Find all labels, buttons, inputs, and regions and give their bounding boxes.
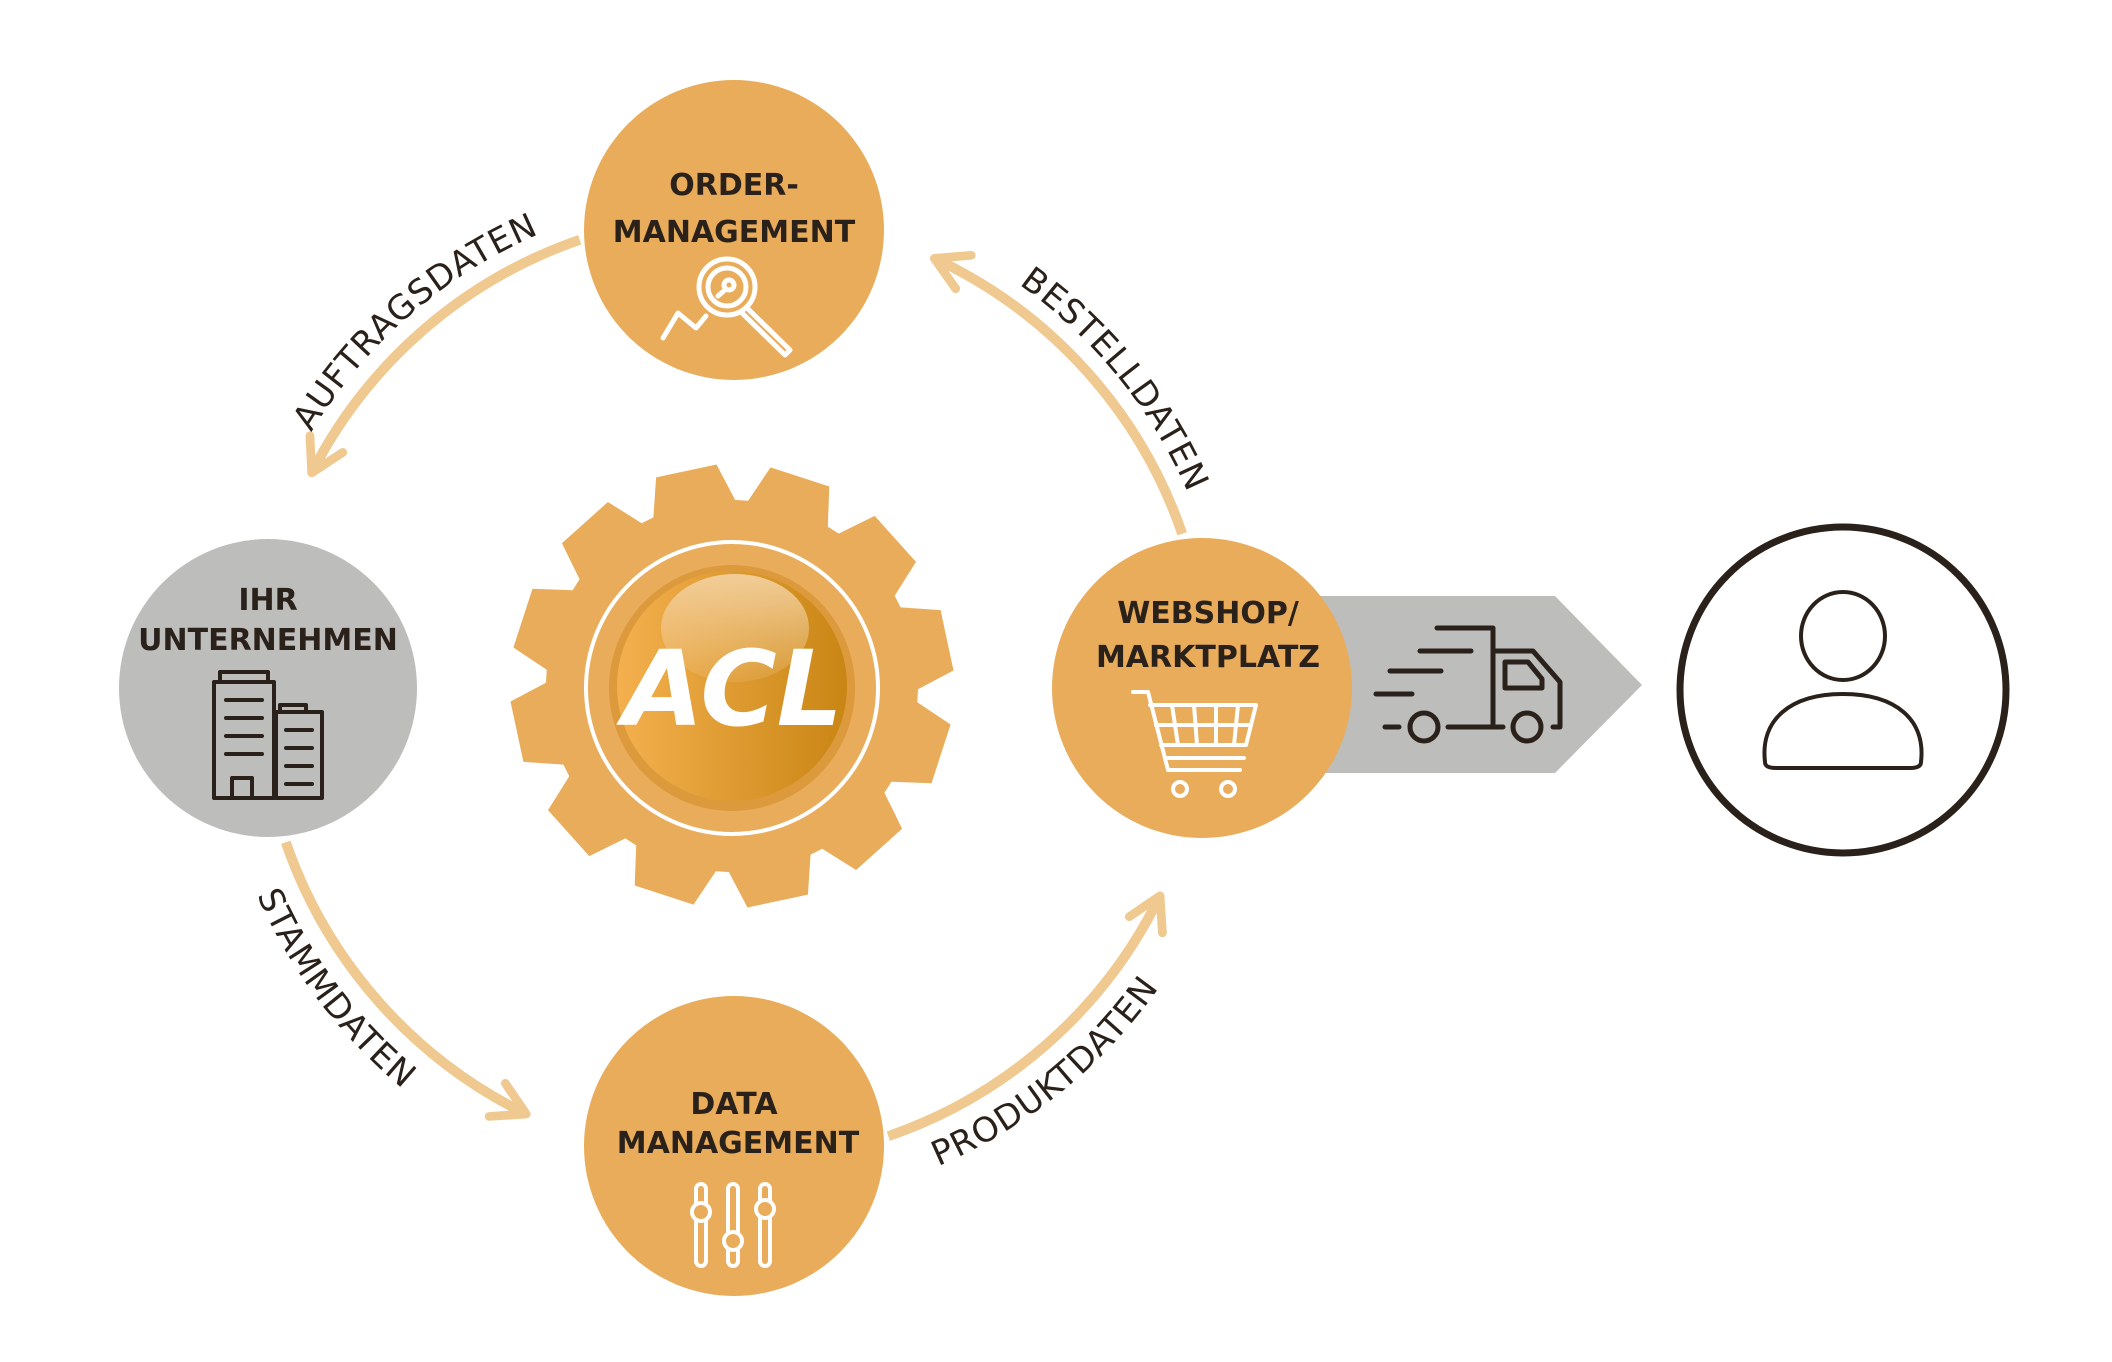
node-data-management: DATA MANAGEMENT [584, 996, 884, 1296]
delivery-truck-icon [1373, 625, 1563, 744]
flow-arrow-stammdaten [281, 840, 531, 1121]
flow-label-auftragsdaten: AUFTRAGSDATEN [285, 205, 544, 437]
node-ihr-unternehmen: IHR UNTERNEHMEN [119, 539, 417, 837]
user-icon [1762, 590, 1924, 770]
shopping-cart-icon [1131, 690, 1258, 798]
magnifier-chart-icon [660, 256, 793, 358]
flow-arrow-auftragsdaten [305, 235, 582, 478]
office-building-icon [212, 670, 324, 800]
node-title-line2: MARKTPLATZ [1096, 640, 1320, 675]
delivery-arrow [1310, 596, 1642, 773]
node-order-management: ORDER- MANAGEMENT [584, 80, 884, 380]
node-title-line1: WEBSHOP/ [1117, 596, 1299, 631]
node-webshop-marktplatz: WEBSHOP/ MARKTPLATZ [1052, 538, 1352, 838]
node-title-line1: DATA [690, 1087, 778, 1122]
sliders-icon [690, 1182, 776, 1268]
acl-logo-text: ACL [616, 628, 843, 750]
flow-arrow-produktdaten [886, 891, 1167, 1141]
node-title-line1: ORDER- [669, 168, 799, 203]
flow-label-bestelldaten: BESTELLDATEN [1013, 259, 1216, 497]
acl-gear-logo: ACL [510, 464, 954, 908]
node-title-line2: MANAGEMENT [613, 215, 856, 250]
flow-arrow-bestelldaten [929, 250, 1187, 536]
node-title-line2: MANAGEMENT [617, 1126, 860, 1161]
customer-node [1676, 523, 2010, 857]
node-title-line1: IHR [238, 583, 297, 618]
flow-label-stammdaten: STAMMDATEN [249, 882, 424, 1096]
flow-label-produktdaten: PRODUKTDATEN [925, 969, 1166, 1175]
node-title-line2: UNTERNEHMEN [138, 623, 398, 658]
